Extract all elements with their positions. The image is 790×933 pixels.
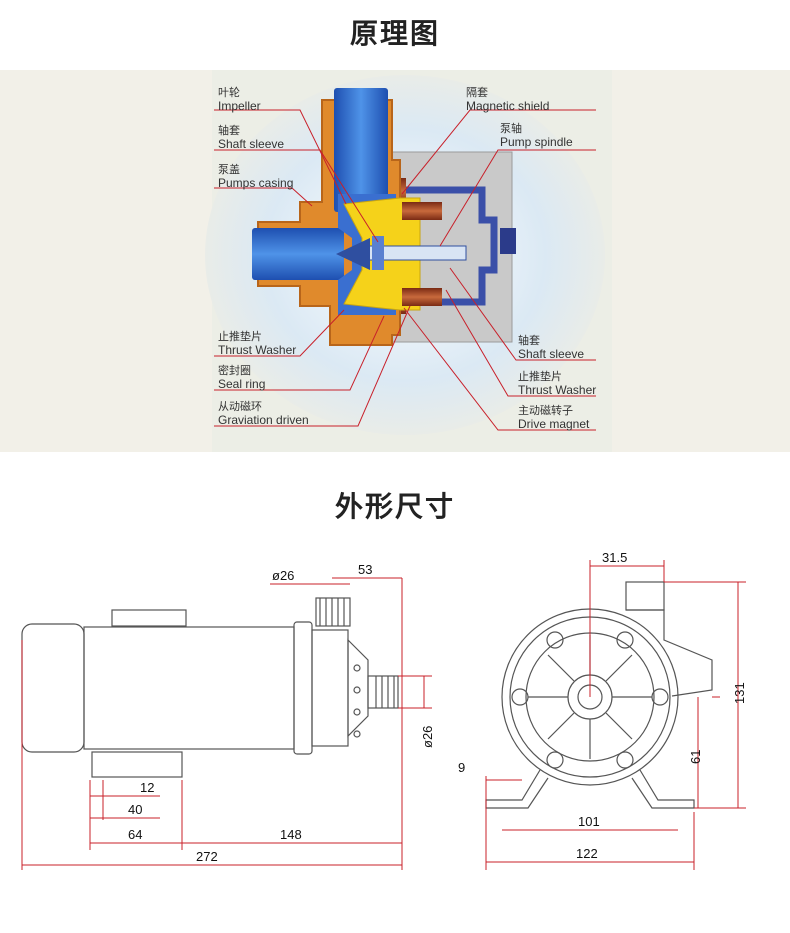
dim-front-outlet-offset: 31.5 <box>602 550 627 565</box>
callout-thrust-washer-right-en: Thrust Washer <box>518 383 596 397</box>
callout-seal-ring-cn: 密封圈 <box>218 363 251 377</box>
dim-side-foot-a: 12 <box>140 780 154 795</box>
principle-diagram-panel: 叶轮 Impeller 轴套 Shaft sleeve 泵盖 Pumps cas… <box>0 70 790 452</box>
driven-magnet-top <box>402 202 442 220</box>
dim-front-total-height: 131 <box>732 682 747 704</box>
callout-thrust-washer-cn: 止推垫片 <box>218 329 262 343</box>
principle-title: 原理图 <box>349 17 440 50</box>
callout-drive-magnet-cn: 主动磁转子 <box>518 403 573 417</box>
callout-shaft-sleeve-right-en: Shaft sleeve <box>518 347 584 361</box>
dimension-labels: ø26 53 ø26 12 40 64 148 272 31.5 131 61 … <box>128 550 747 864</box>
dimensions-title: 外形尺寸 <box>334 490 455 523</box>
left-leader-lines <box>214 109 411 427</box>
pump-cutaway-svg: 叶轮 Impeller 轴套 Shaft sleeve 泵盖 Pumps cas… <box>205 70 612 452</box>
dimension-svg: ø26 53 ø26 12 40 64 148 272 31.5 131 61 … <box>21 550 747 870</box>
callout-driven-magnet-en: Graviation driven <box>218 413 309 427</box>
shaft-end-cap <box>500 228 516 254</box>
callout-pump-spindle-en: Pump spindle <box>500 135 573 149</box>
dim-front-foot-thickness: 9 <box>458 760 465 775</box>
right-leader-lines <box>401 109 596 431</box>
inlet-pipe <box>252 228 344 280</box>
impeller-nose <box>336 238 370 270</box>
dim-side-outlet-offset: 53 <box>358 562 372 577</box>
callout-driven-magnet-cn: 从动磁环 <box>218 400 262 413</box>
dim-front-center-height: 61 <box>688 750 703 764</box>
callout-drive-magnet-en: Drive magnet <box>518 417 590 431</box>
dim-side-total-len: 272 <box>196 849 218 864</box>
callout-impeller-en: Impeller <box>218 99 261 113</box>
dim-side-inlet-dia: ø26 <box>420 726 435 748</box>
dim-side-outlet-dia: ø26 <box>272 568 294 583</box>
callout-pump-spindle-cn: 泵轴 <box>500 121 522 135</box>
driven-magnet-bottom <box>402 288 442 306</box>
shaft-sleeve-shape <box>372 236 384 270</box>
callout-seal-ring-en: Seal ring <box>218 377 265 391</box>
callout-shaft-sleeve-en: Shaft sleeve <box>218 137 284 151</box>
dim-side-body-len: 148 <box>280 827 302 842</box>
callout-shaft-sleeve-right-cn: 轴套 <box>518 333 540 347</box>
callout-magnetic-shield-en: Magnetic shield <box>466 99 549 113</box>
callout-magnetic-shield-cn: 隔套 <box>466 86 488 99</box>
side-view-drawing <box>21 597 399 778</box>
dimension-lines <box>21 560 746 870</box>
callout-shaft-sleeve-cn: 轴套 <box>218 123 240 137</box>
dim-front-mount-spacing: 101 <box>578 814 600 829</box>
front-view-drawing <box>485 581 713 809</box>
dimension-drawings: ø26 53 ø26 12 40 64 148 272 31.5 131 61 … <box>0 540 790 933</box>
outlet-pipe <box>334 88 388 212</box>
dim-side-foot-c: 64 <box>128 827 142 842</box>
callouts-left: 叶轮 Impeller 轴套 Shaft sleeve 泵盖 Pumps cas… <box>218 85 309 427</box>
callout-pump-casing-en: Pumps casing <box>218 176 293 190</box>
callout-thrust-washer-en: Thrust Washer <box>218 343 296 357</box>
callout-impeller-cn: 叶轮 <box>218 85 240 99</box>
dim-front-base-width: 122 <box>576 846 598 861</box>
callout-thrust-washer-right-cn: 止推垫片 <box>518 369 562 383</box>
callout-pump-casing-cn: 泵盖 <box>218 162 240 176</box>
callouts-right: 隔套 Magnetic shield 泵轴 Pump spindle 轴套 Sh… <box>466 86 596 431</box>
dim-side-foot-b: 40 <box>128 802 142 817</box>
